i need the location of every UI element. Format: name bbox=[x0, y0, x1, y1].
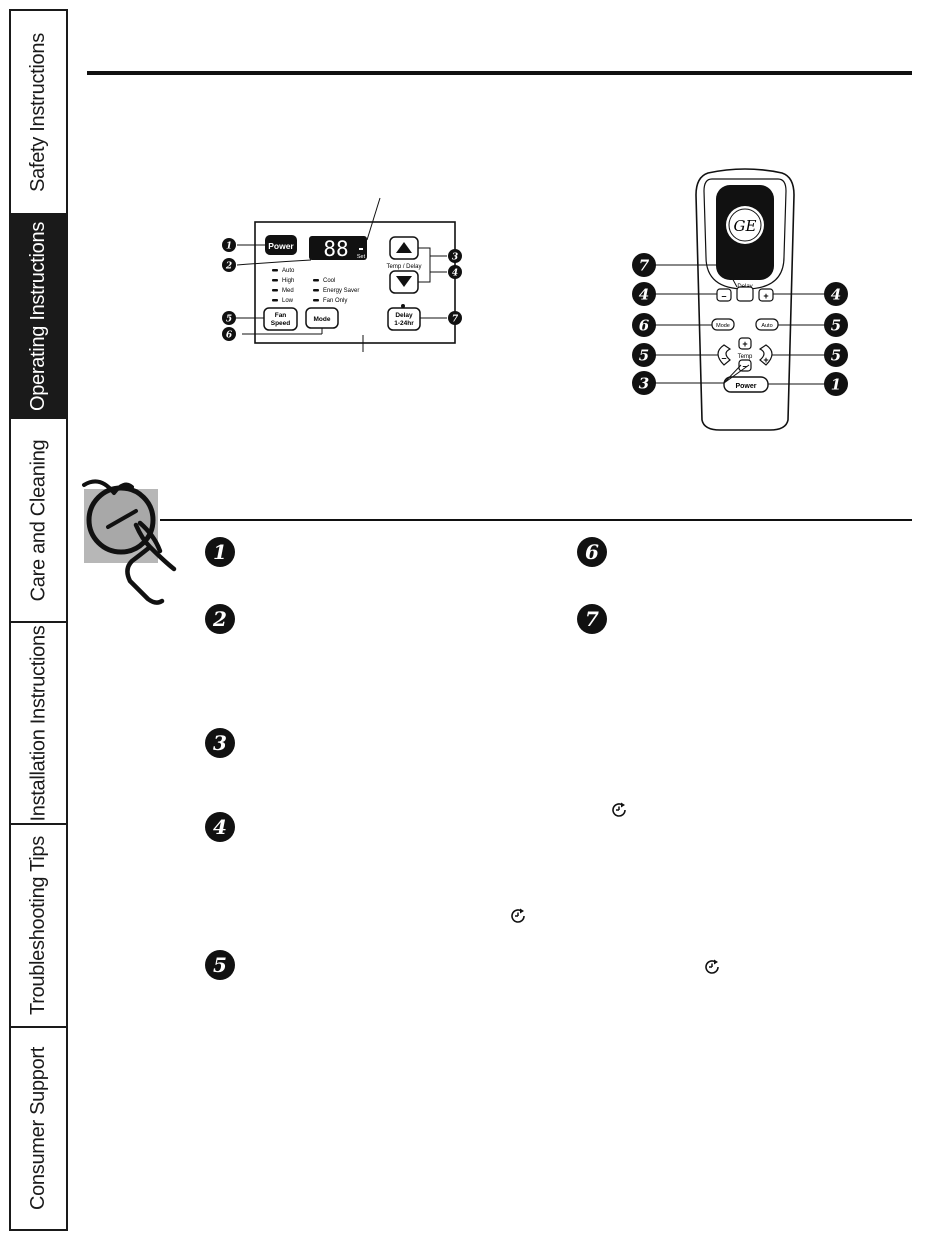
delay-indicator bbox=[401, 304, 405, 308]
svg-text:Low: Low bbox=[282, 298, 294, 304]
svg-text:Fan Only: Fan Only bbox=[323, 298, 347, 304]
panel-frame bbox=[254, 221, 456, 344]
svg-text:Auto: Auto bbox=[282, 268, 295, 274]
remote-delay-center-button[interactable] bbox=[736, 286, 754, 302]
bracket bbox=[418, 247, 431, 283]
delay-clock-icon bbox=[511, 908, 525, 923]
step-badge-3: 3 bbox=[205, 728, 235, 758]
fan-speed-button[interactable] bbox=[263, 307, 298, 331]
plus-symbol: + bbox=[763, 355, 768, 365]
remote-callout: 5 bbox=[831, 347, 841, 365]
minus-symbol: – bbox=[721, 291, 726, 301]
up-arrow-icon bbox=[396, 242, 412, 253]
delay-button[interactable] bbox=[387, 307, 421, 331]
svg-text:Med: Med bbox=[282, 288, 294, 294]
tab-consumer-support[interactable]: Consumer Support bbox=[11, 1028, 66, 1229]
remote-callout: 7 bbox=[639, 257, 650, 275]
step-badge-1: 1 bbox=[205, 537, 235, 567]
mode-label: Mode bbox=[314, 316, 331, 323]
remote-temp-up-button[interactable] bbox=[738, 337, 752, 350]
remote-callout: 1 bbox=[831, 376, 841, 394]
fan-speed-indicators: Auto High Med Low bbox=[272, 268, 295, 304]
mode-indicators: Cool Energy Saver Fan Only bbox=[313, 278, 359, 304]
ge-logo-icon bbox=[726, 206, 764, 244]
tab-installation-instructions[interactable]: Installation Instructions bbox=[11, 623, 66, 825]
remote-temp-down-button[interactable] bbox=[738, 359, 752, 372]
remote-control-diagram: GE Delay – + Mode Auto – + + Temp – Powe… bbox=[632, 168, 848, 431]
tab-label: Installation Instructions bbox=[27, 625, 50, 821]
down-arrow-icon bbox=[396, 276, 412, 287]
set-label: Set bbox=[357, 254, 366, 260]
tab-troubleshooting-tips[interactable]: Troubleshooting Tips bbox=[11, 825, 66, 1028]
temp-delay-label: Temp / Delay bbox=[386, 264, 421, 270]
step-badge-5: 5 bbox=[205, 950, 235, 980]
delay-clock-icon bbox=[612, 802, 626, 817]
ge-logo-text: GE bbox=[734, 217, 757, 235]
callout-1: 1 bbox=[226, 242, 232, 252]
tab-label: Operating Instructions bbox=[27, 221, 49, 411]
step-badge-6: 6 bbox=[577, 537, 607, 567]
svg-text:Energy Saver: Energy Saver bbox=[323, 288, 359, 294]
callout-3: 3 bbox=[452, 253, 458, 263]
step-badge-2: 2 bbox=[205, 604, 235, 634]
remote-callout: 5 bbox=[639, 347, 649, 365]
panel-display bbox=[309, 236, 367, 260]
delay-label: Delay bbox=[395, 312, 413, 319]
remote-fan-plus-button[interactable] bbox=[758, 344, 773, 366]
tab-safety-instructions[interactable]: Safety Instructions bbox=[11, 11, 66, 215]
display-digits: 88 bbox=[323, 237, 348, 261]
remote-fan-minus-button[interactable] bbox=[717, 344, 732, 366]
callout-7: 7 bbox=[452, 315, 459, 325]
plus-symbol: + bbox=[742, 339, 747, 349]
fan-speed-label: Speed bbox=[271, 320, 291, 327]
minus-symbol: – bbox=[721, 353, 726, 363]
plus-symbol: + bbox=[763, 291, 768, 301]
svg-text:High: High bbox=[282, 278, 294, 284]
tab-label: Care and Cleaning bbox=[27, 439, 49, 601]
header-rule bbox=[87, 71, 912, 75]
remote-callout: 6 bbox=[639, 317, 650, 335]
callout-5: 5 bbox=[226, 315, 232, 325]
remote-delay-plus-button[interactable] bbox=[758, 288, 774, 302]
tab-label: Safety Instructions bbox=[27, 32, 50, 192]
leader-line bbox=[366, 197, 381, 241]
tab-label: Troubleshooting Tips bbox=[27, 836, 49, 1015]
delay-clock-icon bbox=[705, 959, 719, 974]
tab-operating-instructions[interactable]: Operating Instructions bbox=[11, 215, 66, 419]
callout-4: 4 bbox=[452, 269, 458, 279]
remote-delay-minus-button[interactable] bbox=[716, 288, 732, 302]
remote-power-label: Power bbox=[735, 383, 756, 390]
remote-temp-label: Temp bbox=[738, 354, 753, 360]
sidebar-tabs: Safety Instructions Operating Instructio… bbox=[9, 9, 68, 1231]
step-badge-7: 7 bbox=[577, 604, 607, 634]
panel-power-label: Power bbox=[268, 241, 294, 251]
tab-care-and-cleaning[interactable]: Care and Cleaning bbox=[11, 419, 66, 623]
remote-callout: 5 bbox=[831, 317, 841, 335]
section-rule bbox=[160, 519, 912, 521]
remote-callout: 3 bbox=[639, 375, 649, 393]
callout-6: 6 bbox=[226, 331, 233, 341]
minus-symbol: – bbox=[742, 361, 747, 371]
remote-callout: 4 bbox=[639, 286, 649, 304]
hand-press-icon bbox=[82, 479, 177, 605]
set-dash bbox=[359, 248, 363, 250]
tab-label: Consumer Support bbox=[27, 1046, 49, 1211]
step-badge-4: 4 bbox=[205, 812, 235, 842]
callout-2: 2 bbox=[225, 262, 232, 272]
remote-auto-label: Auto bbox=[761, 323, 772, 329]
delay-label: 1-24hr bbox=[394, 320, 414, 327]
control-panel-diagram: Power 88 Set Temp / Delay Auto High Med … bbox=[222, 197, 462, 352]
svg-text:Cool: Cool bbox=[323, 278, 335, 284]
fan-speed-label: Fan bbox=[275, 312, 287, 319]
panel-power-button[interactable] bbox=[265, 235, 297, 255]
remote-mode-label: Mode bbox=[716, 323, 730, 329]
remote-callout: 4 bbox=[831, 286, 841, 304]
